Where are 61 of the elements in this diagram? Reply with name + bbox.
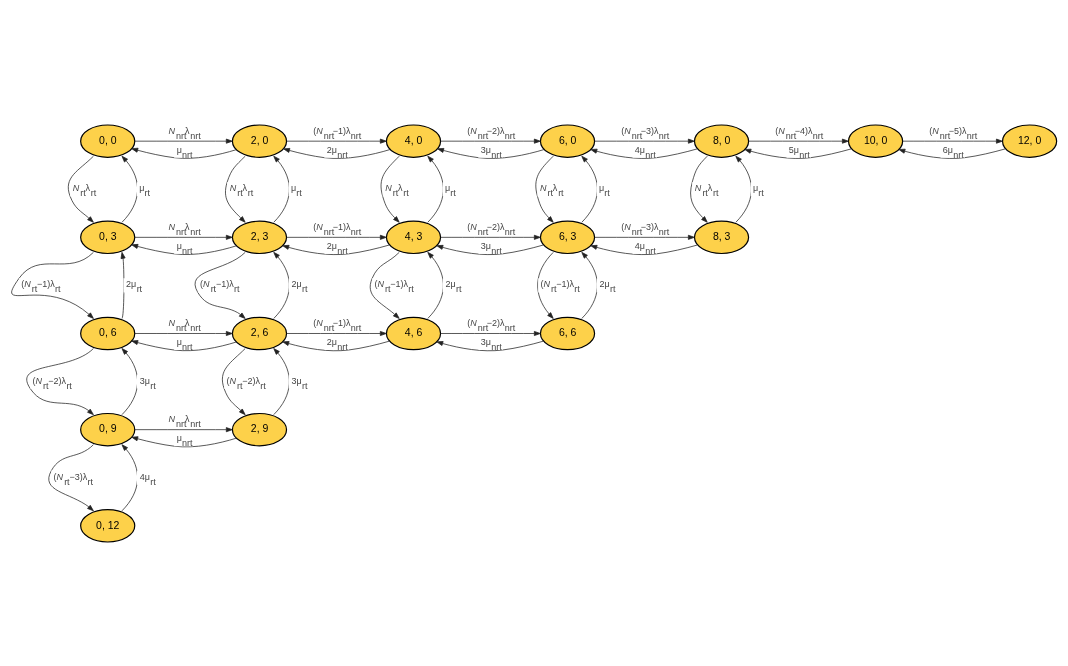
arrow	[286, 234, 387, 240]
arrow	[121, 155, 138, 223]
arrow	[581, 155, 598, 223]
arrow	[898, 147, 1006, 159]
arrow	[282, 244, 390, 255]
arrow	[594, 234, 695, 240]
arrow	[222, 347, 246, 415]
node-ellipse: 4, 0	[385, 123, 442, 158]
arrow	[380, 155, 400, 223]
arrow	[134, 234, 233, 240]
arrow	[690, 155, 708, 223]
arrow	[120, 251, 126, 319]
arrow	[436, 340, 544, 351]
arrow	[273, 251, 290, 319]
arrow	[134, 138, 233, 144]
arrow	[273, 347, 290, 415]
arrow	[369, 251, 400, 319]
arrow	[282, 340, 390, 351]
node-ellipse: 2, 9	[231, 412, 288, 446]
arrow	[427, 155, 444, 223]
arrow	[286, 138, 387, 144]
arrow	[67, 155, 94, 223]
arrow	[735, 155, 752, 223]
arrow	[440, 138, 541, 144]
arrow	[535, 155, 554, 223]
arrow	[273, 155, 290, 223]
node-ellipse: 6, 6	[539, 316, 596, 350]
arrow	[748, 138, 849, 144]
arrow	[440, 234, 541, 240]
arrow	[131, 435, 237, 447]
arrow	[121, 443, 138, 511]
arrow	[440, 330, 541, 336]
node-ellipse: 0, 6	[80, 316, 136, 350]
arrow	[581, 251, 598, 319]
node-ellipse: 0, 0	[80, 123, 136, 158]
arrow	[131, 243, 237, 255]
arrow	[436, 244, 544, 255]
arrow	[902, 138, 1003, 144]
arrow	[437, 147, 545, 159]
node-ellipse: 0, 3	[80, 220, 136, 254]
arrow	[134, 426, 233, 432]
node-ellipse: 2, 0	[231, 123, 288, 158]
arrow	[283, 147, 391, 159]
arrow	[131, 339, 237, 351]
arrow	[594, 138, 695, 144]
arrow	[11, 251, 94, 319]
arrow	[286, 330, 387, 336]
arrow	[590, 147, 698, 159]
arrow	[590, 244, 698, 255]
arrow	[26, 347, 94, 415]
arrow	[121, 347, 138, 415]
arrow	[744, 147, 852, 159]
arrow	[134, 330, 233, 336]
arrow	[225, 155, 246, 223]
node-ellipse: 8, 3	[693, 220, 750, 254]
arrow	[537, 251, 554, 319]
arrow	[427, 251, 444, 319]
node-ellipse: 0, 9	[80, 412, 136, 446]
node-ellipse: 12, 0	[1001, 123, 1058, 158]
arrow	[131, 147, 237, 159]
node-ellipse: 0, 12	[80, 508, 136, 543]
